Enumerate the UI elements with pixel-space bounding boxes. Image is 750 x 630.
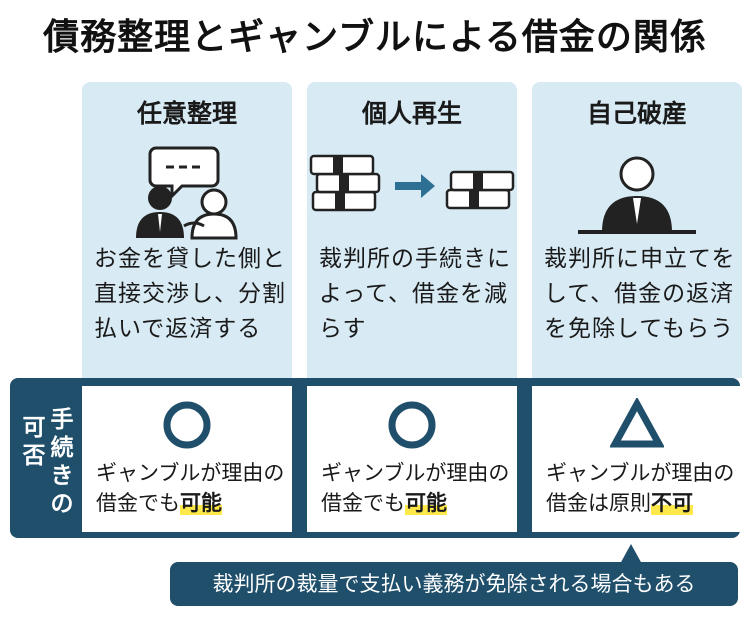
column-nini-seiri: 任意整理 お金を貸した側と直接交渉し、分割払いで返済する — [82, 82, 292, 378]
footnote-banner: 裁判所の裁量で支払い義務が免除される場合もある — [170, 562, 738, 606]
note-pointer-icon — [620, 544, 642, 564]
column-title: 個人再生 — [361, 99, 462, 128]
column-description: 裁判所に申立てをして、借金の返済を免除してもらう — [544, 246, 736, 342]
circle-symbol-icon — [163, 401, 211, 449]
diagram-title: 債務整理とギャンブルによる借金の関係 — [43, 17, 707, 58]
circle-symbol-icon — [388, 401, 436, 449]
row-label-line2: 可否 — [22, 415, 46, 469]
result-text: ギャンブルが理由の借金でも可能 — [96, 461, 285, 515]
result-cell: ギャンブルが理由の借金でも可能 — [307, 386, 517, 532]
highlight-impossible: 不可 — [651, 491, 693, 515]
row-label: 手続きの 可否 — [10, 378, 80, 538]
column-description: お金を貸した側と直接交渉し、分割払いで返済する — [94, 246, 286, 342]
highlight-possible: 可能 — [405, 491, 447, 515]
triangle-symbol-icon — [610, 398, 664, 448]
result-cell: ギャンブルが理由の借金でも可能 — [82, 386, 292, 532]
negotiation-icon — [136, 146, 238, 240]
row-label-line1: 手続きの — [50, 407, 74, 517]
column-jiko-hasan: 自己破産 裁判所に申立てをして、借金の返済を免除してもらう — [532, 82, 742, 378]
result-text: ギャンブルが理由の借金でも可能 — [321, 461, 510, 515]
result-cell: ギャンブルが理由の借金は原則不可 — [532, 386, 742, 532]
column-title: 自己破産 — [586, 99, 687, 128]
result-text: ギャンブルが理由の借金は原則不可 — [546, 461, 735, 515]
column-description: 裁判所の手続きによって、借金を減らす — [319, 246, 511, 342]
money-reduction-icon — [309, 154, 515, 212]
person-behind-desk-icon — [578, 156, 696, 234]
column-title: 任意整理 — [136, 99, 237, 128]
highlight-possible: 可能 — [180, 491, 222, 515]
column-kojin-saisei: 個人再生 裁判所の手続きによって、借金を減らす — [307, 82, 517, 378]
